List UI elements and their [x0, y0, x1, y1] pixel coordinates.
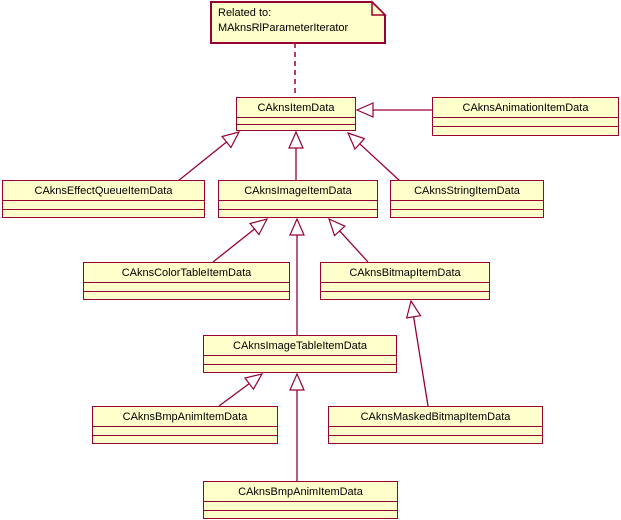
- generalization-colortable-line: [212, 228, 255, 263]
- attributes-compartment: [93, 427, 277, 436]
- note-shape[interactable]: [210, 1, 386, 44]
- attributes-compartment: [219, 201, 377, 210]
- class-name: CAknsBmpAnimItemData: [93, 407, 277, 427]
- class-name: CAknsImageTableItemData: [204, 336, 396, 356]
- class-box-cakns-animation-item-data[interactable]: CAknsAnimationItemData: [432, 97, 619, 136]
- generalization-bmpanim-line: [218, 383, 250, 407]
- operations-compartment: [93, 436, 277, 444]
- generalization-bitmap-line: [339, 230, 369, 263]
- generalization-arrowhead: [346, 131, 366, 151]
- generalization-maskedbitmap-line: [412, 316, 429, 407]
- class-name: CAknsStringItemData: [391, 181, 543, 201]
- generalization-arrowhead: [289, 372, 305, 391]
- attributes-compartment: [329, 427, 542, 436]
- generalization-string-line: [359, 143, 401, 182]
- class-name: CAknsItemData: [237, 98, 355, 118]
- class-name: CAknsImageItemData: [219, 181, 377, 201]
- class-name: CAknsMaskedBitmapItemData: [329, 407, 542, 427]
- attributes-compartment: [391, 201, 543, 210]
- class-box-cakns-bitmap-item-data[interactable]: CAknsBitmapItemData: [320, 262, 490, 300]
- attributes-compartment: [237, 118, 355, 125]
- generalization-arrowhead: [288, 130, 304, 149]
- class-box-cakns-image-item-data[interactable]: CAknsImageItemData: [218, 180, 378, 218]
- class-box-cakns-color-table-item-data[interactable]: CAknsColorTableItemData: [83, 262, 290, 300]
- class-name: CAknsBmpAnimItemData: [204, 482, 397, 502]
- operations-compartment: [391, 210, 543, 218]
- class-name: CAknsColorTableItemData: [84, 263, 289, 283]
- attributes-compartment: [433, 118, 618, 127]
- operations-compartment: [204, 365, 396, 373]
- operations-compartment: [204, 511, 397, 519]
- attributes-compartment: [204, 356, 396, 365]
- class-box-cakns-bmp-anim-item-data[interactable]: CAknsBmpAnimItemData: [92, 406, 278, 444]
- class-box-cakns-string-item-data[interactable]: CAknsStringItemData: [390, 180, 544, 218]
- operations-compartment: [84, 292, 289, 300]
- generalization-arrowhead: [289, 217, 305, 236]
- operations-compartment: [329, 436, 542, 444]
- generalization-arrowhead: [327, 217, 346, 237]
- generalization-arrowhead: [355, 102, 374, 118]
- class-box-cakns-effect-queue-item-data[interactable]: CAknsEffectQueueItemData: [2, 180, 205, 218]
- class-name: CAknsBitmapItemData: [321, 263, 489, 283]
- operations-compartment: [219, 210, 377, 218]
- operations-compartment: [321, 292, 489, 300]
- attributes-compartment: [84, 283, 289, 292]
- generalization-arrowhead: [243, 373, 264, 391]
- generalization-arrowhead: [405, 299, 422, 319]
- class-name: CAknsAnimationItemData: [433, 98, 618, 118]
- class-box-cakns-item-data[interactable]: CAknsItemData: [236, 97, 356, 131]
- operations-compartment: [433, 127, 618, 135]
- attributes-compartment: [204, 502, 397, 511]
- note-text[interactable]: Related to: MAknsRlParameterIterator: [218, 6, 378, 36]
- class-box-cakns-masked-bitmap-item-data[interactable]: CAknsMaskedBitmapItemData: [328, 406, 543, 444]
- generalization-arrowhead: [221, 131, 241, 149]
- generalization-arrowhead: [249, 218, 269, 236]
- attributes-compartment: [321, 283, 489, 292]
- class-box-cakns-image-table-item-data[interactable]: CAknsImageTableItemData: [203, 335, 397, 373]
- attributes-compartment: [3, 201, 204, 210]
- class-box-cakns-bmp-anim-item-data-2[interactable]: CAknsBmpAnimItemData: [203, 481, 398, 519]
- note-line-2: MAknsRlParameterIterator: [218, 22, 349, 34]
- operations-compartment: [3, 210, 204, 218]
- operations-compartment: [237, 125, 355, 131]
- class-name: CAknsEffectQueueItemData: [3, 181, 204, 201]
- note-fold-icon: [371, 0, 387, 16]
- note-line-1: Related to:: [218, 7, 272, 19]
- generalization-effectqueue-line: [177, 141, 227, 182]
